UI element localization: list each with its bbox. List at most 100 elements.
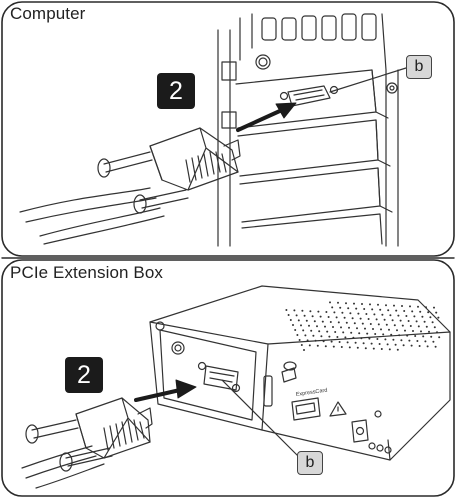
vent-dot (316, 344, 319, 347)
vent-dot (337, 321, 340, 324)
vent-dot (385, 323, 388, 326)
vent-dot (436, 331, 438, 334)
vent-dot (293, 309, 296, 312)
vent-dot (409, 325, 412, 327)
vent-dot (329, 301, 331, 304)
vent-dot (330, 340, 333, 343)
vent-dot (417, 325, 420, 328)
vent-dot (428, 330, 430, 333)
vent-dot (363, 308, 366, 310)
vent-dot (345, 321, 348, 324)
vent-dot (376, 338, 379, 340)
vent-dot (332, 326, 334, 328)
vent-dot (342, 331, 345, 334)
cable-connector-top (19, 127, 241, 245)
vent-dot (341, 311, 344, 314)
vent-dot (418, 345, 421, 347)
vent-dot (365, 313, 368, 315)
vent-dots (285, 301, 441, 351)
vent-dot (356, 346, 359, 349)
vent-dot (353, 322, 356, 325)
vent-dot (352, 336, 355, 339)
vent-dot (405, 315, 408, 317)
vent-dot (344, 336, 347, 339)
vent-dot (391, 319, 394, 322)
vent-dot (357, 312, 360, 315)
vent-dot (401, 324, 404, 327)
callout-leader-bottom (221, 379, 301, 459)
vent-dot (371, 308, 374, 311)
vent-dot (421, 315, 424, 318)
vent-dot (296, 334, 299, 336)
vent-dot (337, 301, 339, 304)
vent-dot (377, 303, 379, 306)
vent-dot (399, 319, 402, 322)
vent-dot (394, 343, 397, 346)
vent-dot (348, 326, 350, 329)
vent-dot (340, 346, 343, 348)
vent-dot (349, 312, 352, 315)
vent-dot (397, 314, 400, 317)
step-badge-bottom: 2 (65, 357, 103, 393)
vent-dot (403, 310, 406, 312)
vent-dot (398, 334, 401, 337)
vent-dot (379, 308, 382, 311)
vent-dot (295, 314, 298, 317)
vent-dot (318, 330, 321, 333)
vent-dot (366, 332, 369, 335)
vent-dot (335, 316, 338, 319)
vent-dot (289, 319, 292, 321)
vent-dot (325, 311, 328, 313)
vent-dot (361, 303, 363, 305)
vent-dot (353, 302, 355, 305)
vent-dot (324, 345, 327, 348)
computer-chassis (217, 13, 399, 247)
callout-b-bottom: b (297, 451, 323, 475)
vent-dot (389, 314, 392, 317)
callout-leader-top (329, 67, 407, 93)
vent-dot (326, 330, 329, 333)
vent-dot (285, 309, 288, 311)
extension-box-panel-title: PCIe Extension Box (10, 263, 163, 282)
vent-dot (375, 318, 378, 321)
vent-dot (361, 322, 364, 325)
vent-dot (408, 339, 411, 342)
vent-dot (308, 344, 311, 347)
vent-dot (303, 314, 306, 317)
vent-dot (308, 324, 310, 327)
vent-dot (433, 306, 435, 309)
vent-dot (413, 315, 416, 318)
vent-dot (425, 325, 428, 328)
vent-dot (302, 329, 305, 332)
vent-dot (300, 324, 302, 327)
vent-dot (369, 303, 371, 306)
vent-dot (429, 316, 432, 319)
vent-dot (392, 338, 395, 341)
vent-dot (426, 345, 429, 348)
vent-dot (393, 304, 395, 307)
vent-dot (360, 337, 363, 340)
vent-dot (409, 305, 411, 308)
vent-dot (364, 327, 366, 330)
vent-dot (424, 340, 427, 343)
vent-dot (314, 339, 317, 342)
expresscard-label: ExpressCard (295, 388, 327, 398)
vent-dot (324, 325, 326, 328)
vent-dot (410, 344, 413, 347)
vent-dot (327, 316, 330, 318)
vent-dot (427, 311, 430, 314)
dsub-port-extension-box (197, 361, 241, 393)
vent-dot (433, 326, 436, 329)
vent-dot (404, 329, 406, 332)
vent-dot (362, 342, 365, 345)
vent-dot (434, 345, 437, 348)
vent-dot (369, 323, 372, 325)
vent-dot (425, 306, 427, 309)
vent-dot (345, 302, 347, 305)
vent-dot (321, 320, 324, 323)
vent-dot (395, 309, 398, 312)
vent-dot (300, 344, 303, 346)
extension-box-panel-frame (1, 259, 455, 497)
vent-dot (374, 333, 377, 335)
